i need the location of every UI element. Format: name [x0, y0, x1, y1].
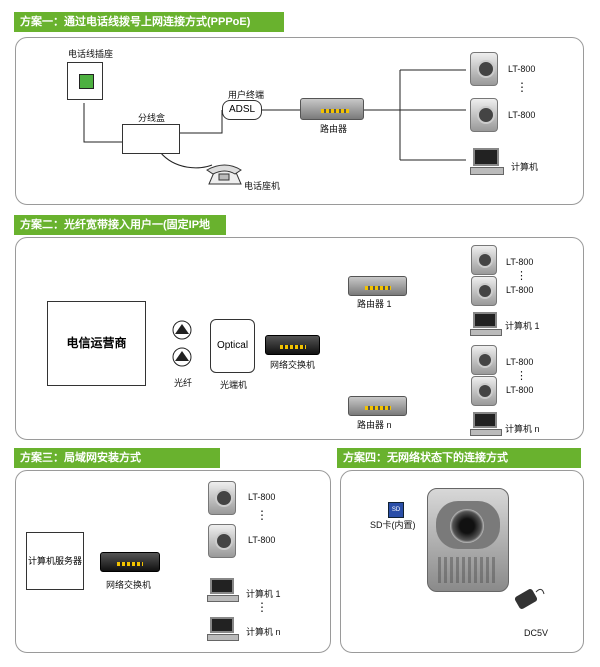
camera-label: LT-800	[248, 535, 276, 545]
wall-jack-label: 电话线插座	[68, 49, 114, 59]
fiber-connector-icon	[170, 347, 194, 367]
computer-n-label: 计算机 n	[246, 627, 281, 637]
isp-box: 电信运营商	[47, 301, 146, 386]
fiber-connector-icon	[170, 320, 194, 340]
camera-large-icon	[427, 488, 509, 592]
camera-label: LT-800	[508, 110, 536, 120]
camera-label: LT-800	[506, 285, 534, 295]
optical-terminal-label: 光端机	[220, 380, 248, 390]
splitter-box	[122, 124, 180, 154]
server-box: 计算机服务器	[26, 532, 84, 590]
laptop-icon	[470, 412, 502, 438]
phone-label: 电话座机	[244, 181, 281, 191]
fiber-label: 光纤	[174, 378, 193, 388]
phone-icon	[205, 162, 243, 190]
optical-terminal: Optical	[210, 319, 255, 373]
router-1-label: 路由器 1	[357, 299, 392, 309]
dots: ⋮	[516, 370, 527, 382]
laptop-icon	[470, 148, 504, 178]
camera-label: LT-800	[508, 64, 536, 74]
switch-icon	[265, 335, 320, 355]
switch-label: 网络交换机	[106, 580, 152, 590]
computer-1-label: 计算机 1	[246, 589, 281, 599]
router-icon	[300, 98, 364, 120]
camera-label: LT-800	[506, 257, 534, 267]
computer-n-label: 计算机 n	[505, 424, 540, 434]
scheme2-title: 方案二：光纤宽带接入用户一(固定IP地址)	[14, 215, 226, 251]
camera-icon	[208, 524, 236, 558]
computer-1-label: 计算机 1	[505, 321, 540, 331]
laptop-icon	[470, 312, 502, 338]
camera-icon	[471, 376, 497, 406]
router-icon	[348, 276, 407, 296]
camera-label: LT-800	[506, 385, 534, 395]
camera-icon	[471, 245, 497, 275]
sd-card-icon: SD	[388, 502, 404, 518]
scheme3-title: 方案三：局域网安装方式	[14, 448, 220, 468]
switch-label: 网络交换机	[270, 360, 316, 370]
dots: ⋮	[516, 270, 527, 282]
camera-icon	[471, 345, 497, 375]
camera-label: LT-800	[248, 492, 276, 502]
scheme1-title: 方案一：通过电话线拨号上网连接方式(PPPoE)	[14, 12, 284, 32]
dots: ⋮	[256, 600, 268, 614]
camera-icon	[208, 481, 236, 515]
wall-jack-port-icon	[79, 74, 94, 89]
wall-jack	[67, 62, 103, 100]
switch-icon	[100, 552, 160, 572]
scheme4-title: 方案四：无网络状态下的连接方式	[337, 448, 581, 468]
router-n-label: 路由器 n	[357, 420, 392, 430]
adsl-modem: ADSL	[222, 100, 262, 120]
dots: ⋮	[256, 508, 268, 522]
camera-icon	[471, 276, 497, 306]
power-adapter-icon	[512, 584, 546, 614]
dots: ⋮	[516, 80, 528, 94]
sd-card-label: SD卡(内置)	[370, 520, 416, 530]
computer-label: 计算机	[511, 162, 539, 172]
splitter-label: 分线盒	[138, 113, 166, 123]
laptop-icon	[207, 617, 239, 643]
camera-icon	[470, 98, 498, 132]
user-end-label: 用户终端	[228, 90, 265, 100]
router-icon	[348, 396, 407, 416]
router-label: 路由器	[320, 124, 348, 134]
camera-label: LT-800	[506, 357, 534, 367]
dc-label: DC5V	[524, 628, 549, 638]
camera-icon	[470, 52, 498, 86]
laptop-icon	[207, 578, 239, 604]
